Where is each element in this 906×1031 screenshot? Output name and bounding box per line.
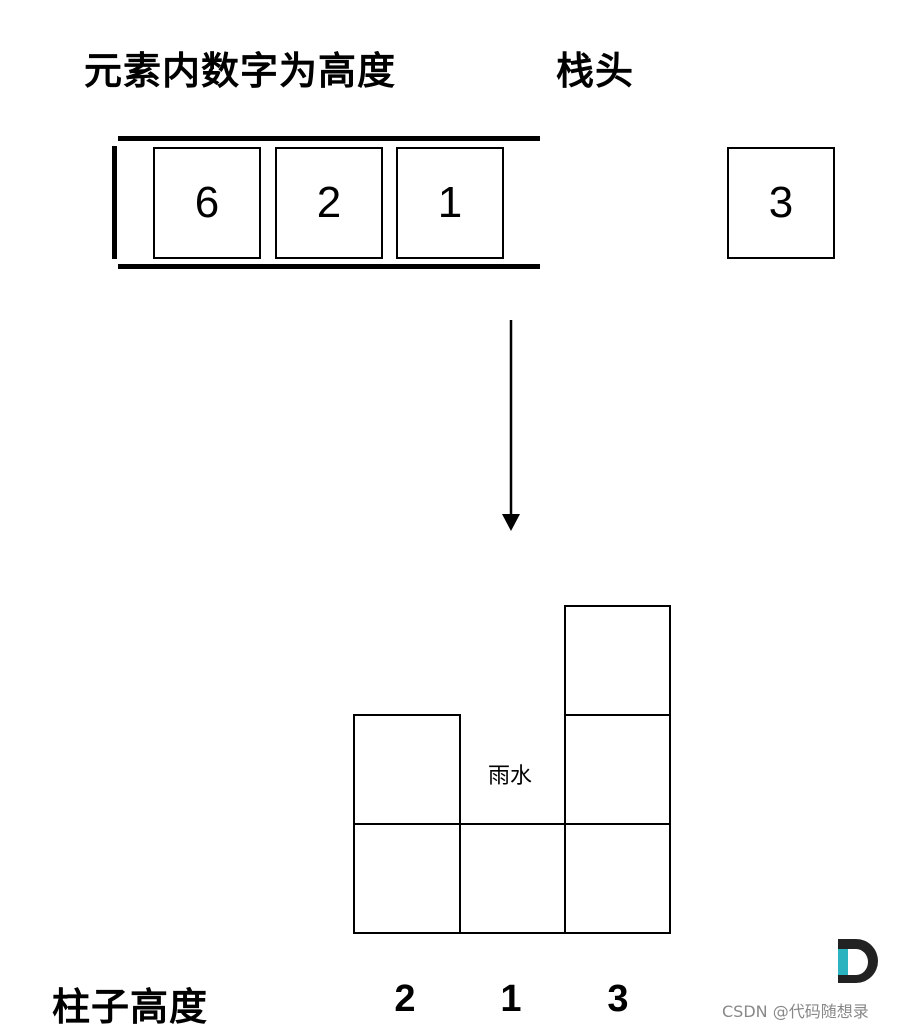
pillar-height-label: 柱子高度 — [52, 985, 209, 1029]
stack-closed-end — [112, 146, 117, 259]
pillar-height-value: 2 — [394, 978, 416, 1020]
pillar-height-value: 1 — [500, 978, 522, 1020]
stack-element: 1 — [396, 147, 504, 259]
pillar-cell — [353, 714, 461, 825]
element-caption: 元素内数字为高度 — [84, 49, 397, 93]
pillar-cell — [564, 605, 671, 716]
stack-top-element: 3 — [727, 147, 835, 259]
down-arrow-icon — [502, 320, 520, 531]
watermark-text: CSDN @代码随想录 — [722, 1002, 869, 1021]
stack-bottom-border — [118, 264, 540, 269]
rainwater-label: 雨水 — [488, 764, 533, 789]
pillar-cell — [353, 823, 461, 934]
pillar-height-value: 3 — [607, 978, 629, 1020]
brand-logo-icon — [838, 939, 878, 983]
stack-element: 6 — [153, 147, 261, 259]
pillar-cell — [564, 714, 671, 825]
pillar-cell — [564, 823, 671, 934]
stack-top-label: 栈头 — [556, 49, 635, 93]
pillar-cell — [459, 823, 566, 934]
stack-element: 2 — [275, 147, 383, 259]
stack-top-border — [118, 136, 540, 141]
